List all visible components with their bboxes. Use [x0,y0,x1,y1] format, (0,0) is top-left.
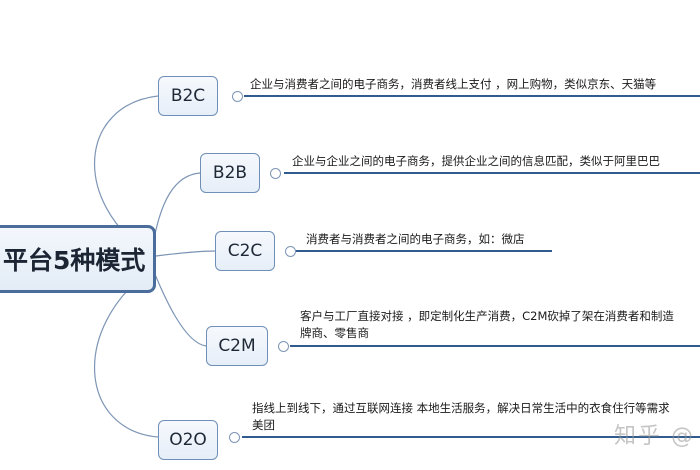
branch-label-c2m: C2M [218,336,256,356]
connector-root-c2m [149,261,207,347]
desc-line: 企业与企业之间的电子商务，提供企业之间的信息匹配，类似于阿里巴巴 [292,154,660,168]
branch-node-o2o[interactable]: O2O [158,420,218,460]
branch-description-b2c: 企业与消费者之间的电子商务，消费者线上支付 ，网上购物，类似京东、天猫等 [250,76,700,93]
desc-line: 消费者与消费者之间的电子商务，如：微店 [306,232,525,246]
branch-node-b2c[interactable]: B2C [158,76,218,116]
branch-node-c2m[interactable]: C2M [206,326,268,366]
branch-node-b2b[interactable]: B2B [200,153,260,193]
desc-line: 客户与工厂直接对接 ，即定制化生产消费，C2M砍掉了架在消费者和制造 [300,309,674,323]
root-title: 平台5种模式 [3,246,146,275]
zhihu-watermark: 知乎 @ [614,424,695,449]
collapse-toggle-c2c[interactable] [285,246,296,257]
collapse-toggle-b2c[interactable] [232,91,243,102]
root-node[interactable]: 平台5种模式 [0,225,156,293]
collapse-toggle-b2b[interactable] [270,168,281,179]
connector-root-c2c [155,250,216,257]
branch-description-c2c: 消费者与消费者之间的电子商务，如：微店 [306,231,566,248]
branch-label-b2b: B2B [212,163,248,183]
branch-label-c2c: C2C [227,241,263,261]
branch-label-o2o: O2O [169,430,207,450]
branch-description-o2o: 指线上到线下，通过互联网连接 本地生活服务，解决日常生活中的衣食住行等需求 美团 [252,400,700,434]
branch-node-c2c[interactable]: C2C [215,231,275,271]
desc-line: 美团 [252,418,275,432]
desc-line: 企业与消费者之间的电子商务，消费者线上支付 ，网上购物，类似京东、天猫等 [250,77,657,91]
branch-description-b2b: 企业与企业之间的电子商务，提供企业之间的信息匹配，类似于阿里巴巴 [292,153,700,170]
connector-root-o2o [93,269,159,438]
collapse-toggle-o2o[interactable] [229,432,240,443]
collapse-toggle-c2m[interactable] [278,341,289,352]
branch-description-c2m: 客户与工厂直接对接 ，即定制化生产消费，C2M砍掉了架在消费者和制造 牌商、零售… [300,308,700,342]
desc-line: 指线上到线下，通过互联网连接 本地生活服务，解决日常生活中的衣食住行等需求 [252,401,670,415]
branch-label-b2c: B2C [170,86,206,106]
connector-root-b2b [151,172,201,251]
desc-line: 牌商、零售商 [300,326,369,340]
